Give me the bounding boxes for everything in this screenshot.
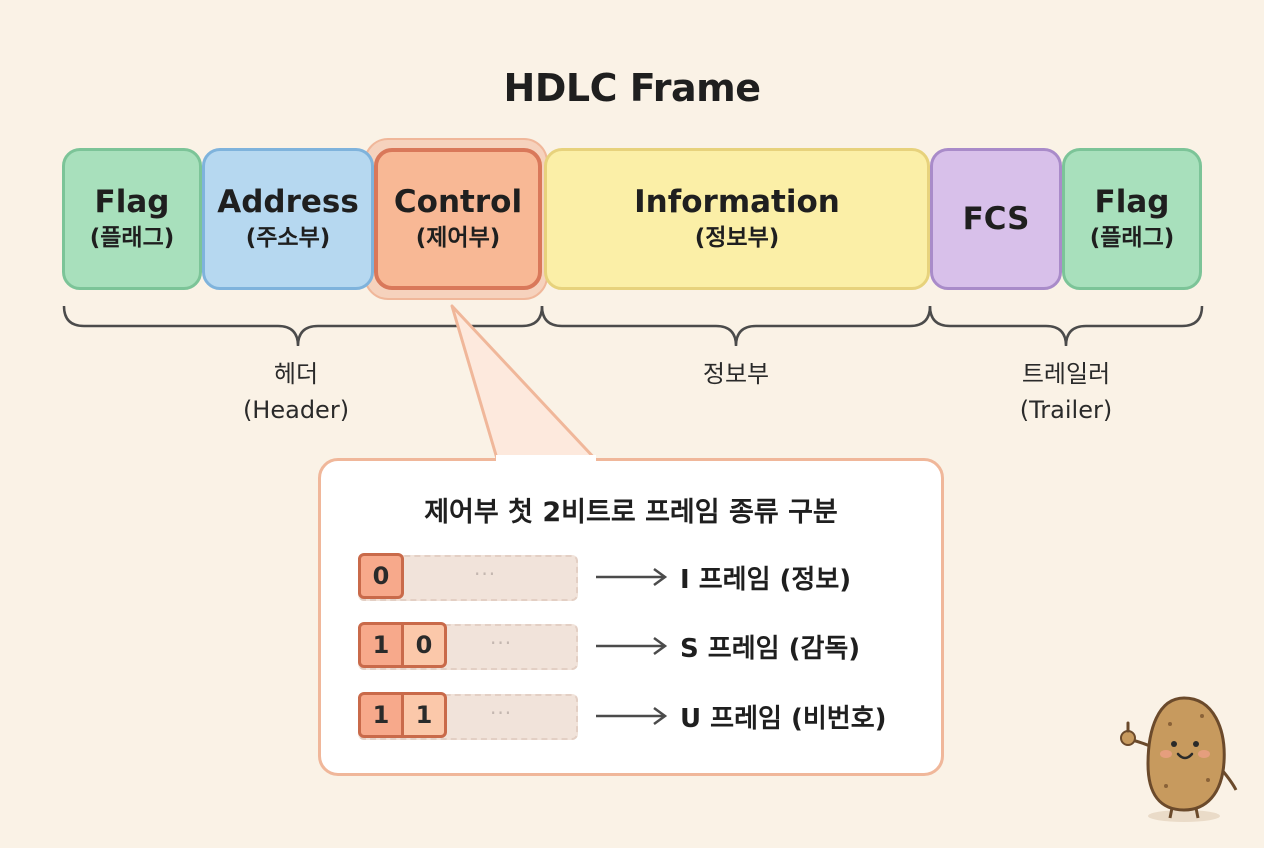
field-sub: (정보부): [694, 225, 780, 251]
header-brace: [62, 305, 544, 347]
group-sub: (Trailer): [1019, 396, 1113, 424]
field-name: Flag: [1094, 184, 1170, 220]
callout-title: 제어부 첫 2비트로 프레임 종류 구분: [424, 497, 838, 528]
group-label: 헤더: [273, 360, 319, 388]
potato-mascot-icon: [1120, 696, 1238, 822]
ellipsis-icon: ···: [490, 701, 513, 725]
group-trailer-label: 트레일러 (Trailer): [966, 356, 1166, 428]
field-address: Address (주소부): [202, 148, 374, 290]
control-callout: [318, 458, 944, 776]
bit-cell: 0: [358, 553, 404, 599]
diagram-title: HDLC Frame: [503, 66, 761, 110]
field-sub: (플래그): [1089, 225, 1175, 251]
callout-pointer: [450, 304, 600, 464]
field-name: Address: [217, 184, 359, 220]
group-sub: (Header): [242, 396, 350, 424]
frame-type-label: U 프레임 (비번호): [680, 704, 887, 734]
ellipsis-icon: ···: [490, 631, 513, 655]
frame-type-row-i: 0 ··· I 프레임 (정보): [358, 553, 918, 601]
field-sub: (주소부): [245, 225, 331, 251]
right-arrow-icon: [596, 706, 668, 726]
group-info-label: 정보부: [636, 356, 836, 392]
group-label: 정보부: [702, 360, 770, 388]
frame-type-label: S 프레임 (감독): [680, 634, 861, 664]
group-label: 트레일러: [1021, 360, 1111, 388]
frame-type-row-u: 1 1 ··· U 프레임 (비번호): [358, 692, 918, 740]
bit-cell: 0: [401, 622, 447, 668]
field-sub: (플래그): [89, 225, 175, 251]
bit-cell: 1: [358, 692, 404, 738]
pointer-join: [496, 455, 596, 464]
right-arrow-icon: [596, 636, 668, 656]
info-brace: [540, 305, 932, 347]
frame-type-label: I 프레임 (정보): [680, 565, 852, 595]
field-name: Control: [393, 184, 523, 220]
right-arrow-icon: [596, 567, 668, 587]
bit-cell: 1: [358, 622, 404, 668]
field-flag-start: Flag (플래그): [62, 148, 202, 290]
field-sub: (제어부): [415, 225, 501, 251]
field-fcs: FCS: [930, 148, 1062, 290]
ellipsis-icon: ···: [474, 562, 497, 586]
bit-cell: 1: [401, 692, 447, 738]
field-information: Information (정보부): [544, 148, 930, 290]
frame-type-row-s: 1 0 ··· S 프레임 (감독): [358, 622, 918, 670]
field-name: FCS: [962, 201, 1030, 237]
field-name: Flag: [94, 184, 170, 220]
group-header-label: 헤더 (Header): [196, 356, 396, 428]
field-control: Control (제어부): [374, 148, 542, 290]
field-name: Information: [634, 184, 840, 220]
trailer-brace: [928, 305, 1204, 347]
field-flag-end: Flag (플래그): [1062, 148, 1202, 290]
